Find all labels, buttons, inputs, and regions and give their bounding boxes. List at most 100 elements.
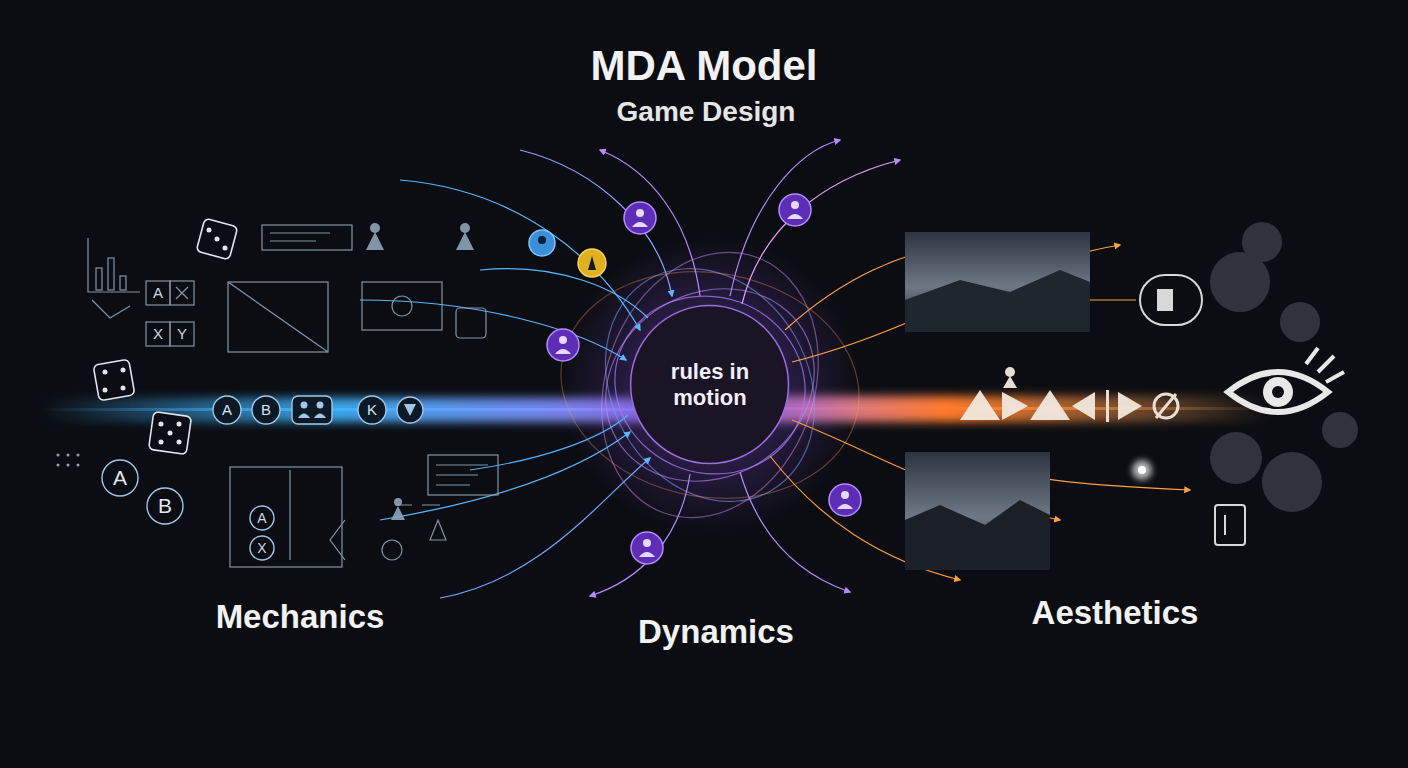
- aesthetics-icon: [1215, 505, 1245, 545]
- player-icon: [636, 209, 644, 217]
- pawn-icon: [391, 506, 405, 520]
- aesthetics-symbol: [1106, 390, 1109, 422]
- dice-pip: [121, 368, 126, 373]
- eye-icon: [1228, 372, 1328, 412]
- section-label: Mechanics: [216, 598, 385, 636]
- mechanics-icon: [228, 282, 328, 352]
- aesthetics-image: [905, 232, 1090, 332]
- mechanics-icon: [170, 322, 194, 346]
- aesthetics-image: [905, 452, 1050, 570]
- player-icon: [631, 532, 663, 564]
- dice-icon: [196, 218, 238, 260]
- pawn-icon: [394, 498, 402, 506]
- swirl-line: [730, 140, 840, 296]
- grey-bubble: [1262, 452, 1322, 512]
- key-letter: X: [153, 325, 163, 342]
- pawn-icon: [366, 223, 474, 520]
- aesthetics-symbol: [1005, 367, 1015, 377]
- player-icon: [632, 222, 648, 227]
- mechanics-icon: [262, 225, 352, 250]
- eye-icon: [1228, 348, 1344, 412]
- button-ring: [292, 396, 332, 424]
- aesthetics-symbol: [960, 390, 1000, 420]
- dice-pip: [215, 237, 220, 242]
- player-icon: [841, 491, 849, 499]
- mechanics-icon: [88, 238, 140, 292]
- mechanics-icon: [430, 520, 446, 540]
- button-ring: [250, 536, 274, 560]
- aesthetics-icon: [1224, 515, 1226, 535]
- aesthetics-symbol: [1154, 394, 1178, 418]
- player-icon: [837, 504, 853, 509]
- button-glyph: [298, 402, 416, 419]
- button-letter: A: [257, 510, 266, 526]
- pawn-icon: [460, 223, 470, 233]
- button-letter: A: [222, 401, 232, 418]
- dice-pip: [223, 246, 228, 251]
- grey-bubble: [1322, 412, 1358, 448]
- player-icon: [787, 214, 803, 219]
- swirl-line: [590, 474, 690, 596]
- dice-pip: [103, 228, 228, 445]
- aesthetics-image: [905, 270, 1090, 332]
- mechanics-icon: [228, 282, 328, 352]
- circle-outline: [631, 306, 789, 464]
- player-icon: [538, 201, 853, 557]
- swirl-line: [600, 150, 700, 296]
- swirl-line: [400, 180, 640, 330]
- dice-pip: [121, 386, 126, 391]
- swirl-line: [564, 230, 856, 539]
- eye-icon: [1263, 377, 1293, 407]
- aesthetics-symbol: [1118, 392, 1142, 420]
- mechanics-icon: [176, 287, 188, 299]
- dice-icon: [149, 412, 192, 455]
- dice-pip: [103, 388, 108, 393]
- player-icon: [791, 201, 799, 209]
- swirl-line: [380, 432, 630, 520]
- mechanics-icon: [146, 322, 170, 346]
- button-letter: X: [257, 540, 266, 556]
- aesthetics-symbol: [1003, 376, 1017, 388]
- aesthetics-symbol: [1072, 392, 1095, 420]
- player-icon: [639, 552, 655, 557]
- concept-text: rules in motion: [650, 359, 770, 412]
- dice-icon: [93, 359, 135, 401]
- swirl-line: [470, 415, 628, 470]
- grey-bubble: [1242, 222, 1282, 262]
- player-icon: [529, 194, 861, 564]
- aesthetics-image: [905, 232, 1090, 570]
- dice-pip: [177, 440, 182, 445]
- button-ring: [147, 488, 183, 524]
- button-letter: B: [158, 494, 172, 518]
- button-letter: A: [113, 466, 127, 490]
- mechanics-icon: [108, 258, 114, 290]
- player-icon: [643, 539, 651, 547]
- mechanics-icon: [428, 455, 498, 495]
- section-label: Dynamics: [638, 613, 794, 651]
- swirl-line: [440, 458, 650, 598]
- dot-grid: [57, 454, 60, 457]
- light-beam: [560, 235, 860, 535]
- swirl-line: [543, 249, 877, 522]
- player-icon: [588, 256, 596, 270]
- mechanics-icon: [270, 233, 330, 241]
- mechanics-icon: [382, 540, 402, 560]
- player-icon: [529, 230, 555, 256]
- player-icon: [555, 349, 571, 354]
- button-ring: [102, 396, 423, 560]
- aesthetics-icon: [1140, 275, 1202, 325]
- aesthetics-symbol: [1030, 390, 1070, 420]
- pawn-icon: [366, 232, 384, 250]
- grey-bubble: [1210, 432, 1262, 484]
- eye-icon: [1272, 386, 1284, 398]
- mechanics-icon: [362, 282, 442, 330]
- button-letter: K: [367, 401, 377, 418]
- button-glyph: [404, 404, 416, 416]
- player-icon: [538, 236, 546, 244]
- dice-pip: [103, 370, 108, 375]
- swirl-line: [566, 222, 854, 549]
- sparkle: [1132, 460, 1152, 480]
- button-ring: [358, 396, 386, 424]
